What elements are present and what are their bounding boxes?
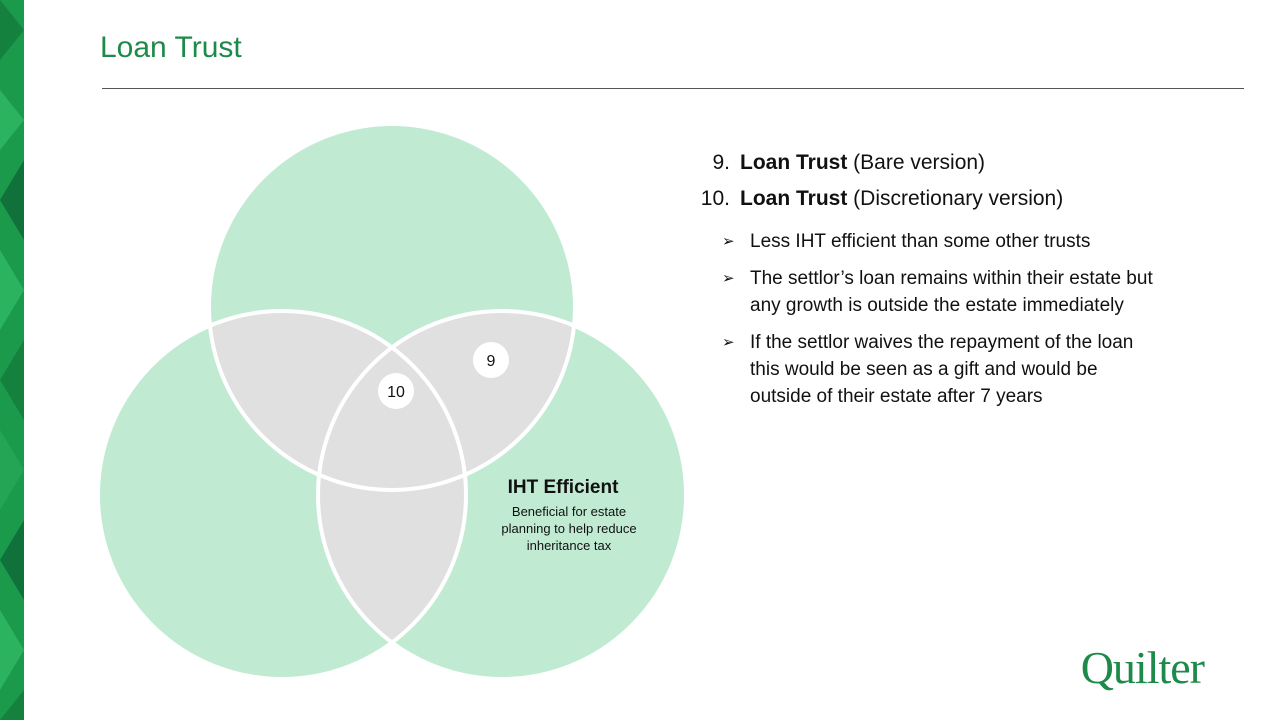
slide-title: Loan Trust	[100, 31, 242, 64]
venn-label-9: 9	[487, 353, 496, 370]
venn-label-10: 10	[387, 384, 405, 401]
venn-highlight-title: IHT Efficient	[508, 477, 620, 498]
venn-overlap-top-right	[318, 311, 575, 490]
venn-overlap-top-left	[209, 311, 466, 490]
arrow-bullet-icon: ➢	[722, 233, 735, 250]
list-item-10: 10. Loan Trust (Discretionary version)	[690, 186, 1230, 212]
arrow-bullet-icon: ➢	[722, 334, 735, 351]
title-divider	[102, 88, 1244, 89]
list-item-text: (Discretionary version)	[847, 187, 1064, 210]
list-item-bold: Loan Trust	[740, 187, 848, 210]
bullet-item: ➢ The settlor’s loan remains within thei…	[720, 265, 1220, 319]
bullet-item: ➢ Less IHT efficient than some other tru…	[720, 228, 1220, 255]
bullet-item: ➢ If the settlor waives the repayment of…	[720, 329, 1220, 410]
list-item-number: 10.	[700, 187, 730, 210]
venn-label-10-badge: 10	[378, 373, 414, 409]
venn-circle-right	[318, 311, 686, 679]
list-item-9: 9. Loan Trust (Bare version)	[690, 150, 1230, 176]
venn-highlight-desc-line2: planning to help reduce	[501, 521, 636, 536]
list-item-number: 9.	[712, 151, 730, 174]
venn-circle-left	[98, 311, 466, 679]
decorative-side-band	[0, 0, 24, 720]
list-item-text: (Bare version)	[847, 151, 986, 174]
list-item-bold: Loan Trust	[740, 151, 848, 174]
venn-label-9-badge: 9	[473, 342, 509, 378]
venn-highlight-desc-line1: Beneficial for estate	[512, 504, 626, 519]
bullet-list: ➢ Less IHT efficient than some other tru…	[720, 228, 1220, 420]
venn-highlight-desc-line3: inheritance tax	[527, 538, 612, 553]
venn-circle-top	[209, 124, 575, 490]
quilter-logo: Quilter	[1080, 642, 1205, 693]
venn-overlap-left-right	[318, 311, 466, 679]
arrow-bullet-icon: ➢	[722, 270, 735, 287]
